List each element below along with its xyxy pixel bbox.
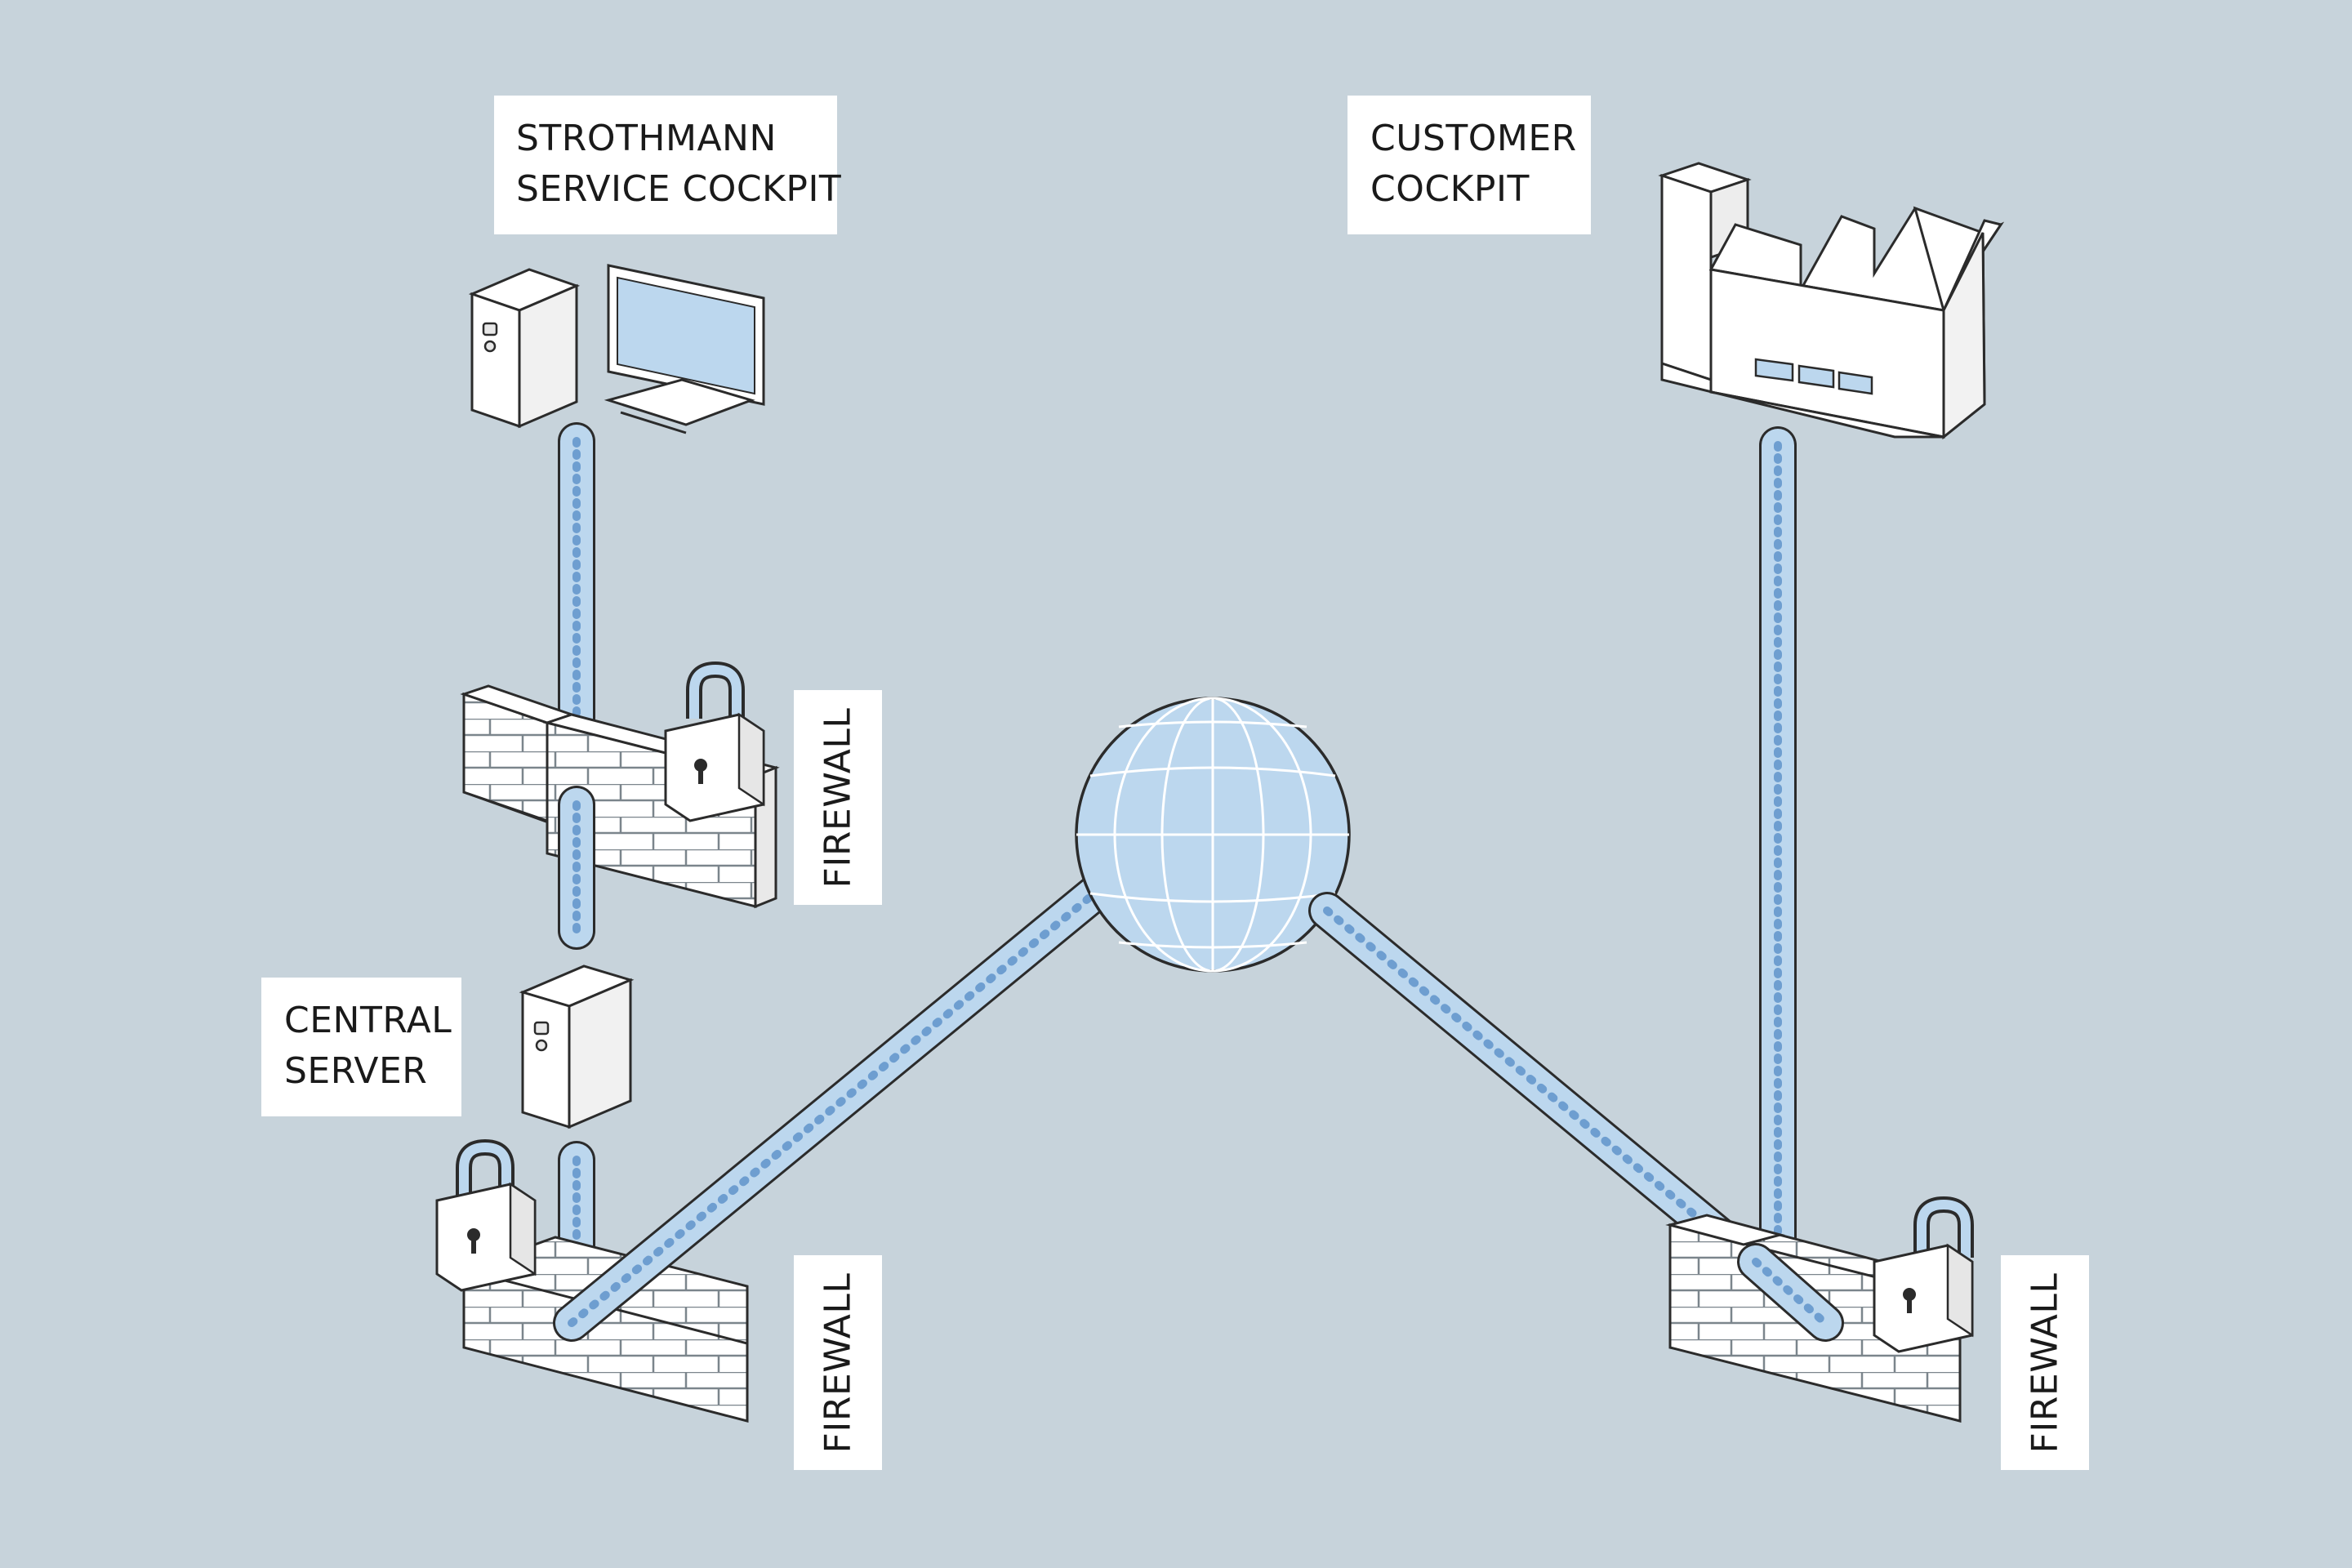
label-firewall-lower-left-text: FIREWALL bbox=[817, 1272, 859, 1453]
label-service-cockpit: STROTHMANN SERVICE COCKPIT bbox=[494, 96, 841, 234]
firewall-lower-left-icon bbox=[462, 1236, 749, 1423]
cable-right-end bbox=[1737, 1243, 1844, 1342]
label-central-server-text: CENTRAL SERVER bbox=[284, 1000, 452, 1092]
label-service-cockpit-text: STROTHMANN SERVICE COCKPIT bbox=[516, 118, 842, 210]
label-firewall-upper-left-text: FIREWALL bbox=[817, 707, 859, 888]
cable-left-firewall-to-internet bbox=[553, 871, 1117, 1342]
service-monitor-icon bbox=[604, 264, 765, 434]
lock-upper-left-icon bbox=[664, 661, 765, 822]
lock-lower-left-icon bbox=[435, 1138, 537, 1292]
customer-factory-icon bbox=[1658, 162, 2005, 440]
label-customer-cockpit: CUSTOMER COCKPIT bbox=[1348, 96, 1591, 234]
label-firewall-upper-left: FIREWALL bbox=[794, 690, 882, 905]
label-customer-cockpit-text: CUSTOMER COCKPIT bbox=[1370, 118, 1577, 210]
lock-right-icon bbox=[1873, 1196, 1974, 1353]
central-server-icon bbox=[519, 964, 635, 1129]
service-pc-tower-icon bbox=[468, 268, 581, 429]
label-firewall-right-text: FIREWALL bbox=[2024, 1272, 2066, 1453]
label-firewall-lower-left: FIREWALL bbox=[794, 1255, 882, 1470]
label-central-server: CENTRAL SERVER bbox=[261, 978, 461, 1116]
label-firewall-right: FIREWALL bbox=[2001, 1255, 2089, 1470]
internet-globe-icon bbox=[1075, 697, 1351, 973]
